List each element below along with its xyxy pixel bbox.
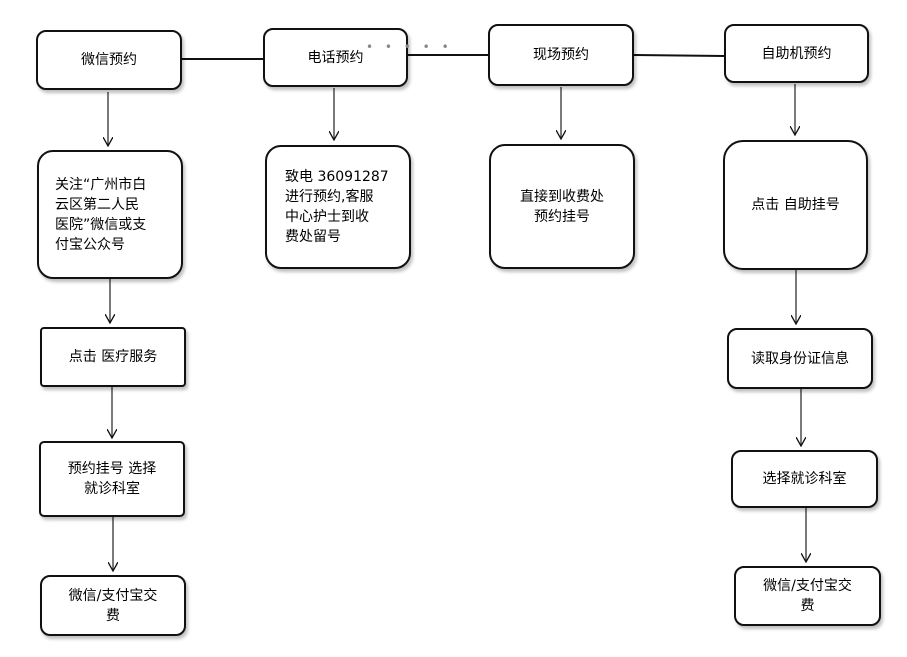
kiosk-step-4-text: 微信/支付宝交 费 xyxy=(763,578,852,614)
wechat-step-2: 点击 医疗服务 xyxy=(40,327,186,387)
wechat-step-3-text: 预约挂号 选择 就诊科室 xyxy=(67,461,157,497)
kiosk-step-1: 点击 自助挂号 xyxy=(723,140,868,270)
phone-step-1: 致电 36091287 进行预约,客服 中心护士到收 费处留号 xyxy=(265,145,411,269)
header-phone: 电话预约 xyxy=(263,28,408,87)
onsite-step-1: 直接到收费处 预约挂号 xyxy=(489,144,635,269)
header-onsite-label: 现场预约 xyxy=(533,47,589,63)
header-kiosk-label: 自助机预约 xyxy=(761,45,832,62)
wechat-step-4: 微信/支付宝交 费 xyxy=(40,575,186,636)
kiosk-step-2: 读取身份证信息 xyxy=(727,328,873,389)
onsite-step-1-text: 直接到收费处 预约挂号 xyxy=(520,188,604,225)
kiosk-step-3-text: 选择就诊科室 xyxy=(762,471,847,487)
header-connector-3 xyxy=(633,54,725,57)
wechat-step-1-text: 关注“广州市白 云区第二人民 医院”微信或支 付宝公众号 xyxy=(55,176,147,253)
header-onsite: 现场预约 xyxy=(488,24,634,86)
kiosk-step-4: 微信/支付宝交 费 xyxy=(734,566,881,626)
decorative-dots: • • • • • xyxy=(366,40,453,54)
wechat-step-4-text: 微信/支付宝交 费 xyxy=(68,587,158,624)
wechat-step-1: 关注“广州市白 云区第二人民 医院”微信或支 付宝公众号 xyxy=(37,150,183,279)
header-wechat: 微信预约 xyxy=(36,30,182,90)
phone-step-1-text: 致电 36091287 进行预约,客服 中心护士到收 费处留号 xyxy=(285,169,389,245)
kiosk-step-2-text: 读取身份证信息 xyxy=(751,350,849,367)
header-wechat-label: 微信预约 xyxy=(81,52,137,68)
wechat-step-2-text: 点击 医疗服务 xyxy=(68,349,158,365)
header-phone-label: 电话预约 xyxy=(307,49,364,66)
header-kiosk: 自助机预约 xyxy=(724,24,869,83)
kiosk-step-1-text: 点击 自助挂号 xyxy=(751,197,840,213)
wechat-step-3: 预约挂号 选择 就诊科室 xyxy=(39,441,185,517)
kiosk-step-3: 选择就诊科室 xyxy=(731,450,878,508)
